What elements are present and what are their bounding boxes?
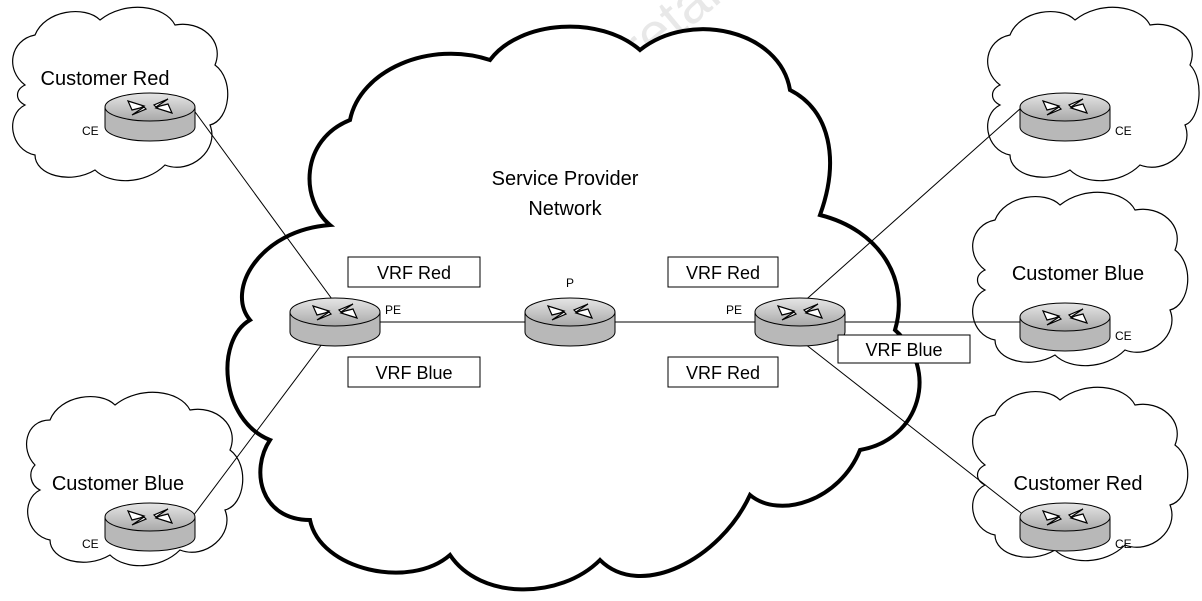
vrf-box-left-blue bbox=[347, 356, 481, 388]
pe-right-label: PE bbox=[726, 303, 742, 317]
provider-label-line1: Service Provider bbox=[492, 168, 639, 190]
ce-label-mid-right: CE bbox=[1115, 329, 1132, 343]
router-pe-left bbox=[289, 297, 381, 347]
customer-cloud-top-right bbox=[987, 6, 1200, 182]
pe-left-label: PE bbox=[385, 303, 401, 317]
customer-mid-right-label: Customer Blue bbox=[1012, 263, 1144, 285]
ce-label-bottom-right: CE bbox=[1115, 537, 1132, 551]
ce-label-top-left: CE bbox=[82, 124, 99, 138]
ce-label-bottom-left: CE bbox=[82, 537, 99, 551]
router-p bbox=[524, 297, 616, 347]
router-ce-top-right bbox=[1019, 92, 1111, 142]
vrf-right-red-top-label: VRF Red bbox=[686, 263, 760, 283]
vrf-box-right-red-top bbox=[667, 256, 779, 288]
link-ce-tl-to-pe-left bbox=[189, 104, 341, 311]
router-ce-bottom-left bbox=[104, 502, 196, 552]
link-pe-right-to-ce-br bbox=[799, 339, 1031, 521]
p-router-label: P bbox=[566, 276, 574, 290]
provider-label-line2: Network bbox=[528, 198, 602, 220]
customer-top-left-label: Customer Red bbox=[41, 68, 170, 90]
vrf-right-blue-label: VRF Blue bbox=[865, 340, 942, 360]
vrf-box-left-red bbox=[347, 256, 481, 288]
link-ce-bl-to-pe-left bbox=[189, 319, 341, 521]
vrf-box-right-blue bbox=[837, 334, 971, 364]
vrf-box-right-red-bottom bbox=[667, 356, 779, 388]
vrf-left-red-label: VRF Red bbox=[377, 263, 451, 283]
customer-bottom-left-label: Customer Blue bbox=[52, 473, 184, 495]
vrf-right-red-bottom-label: VRF Red bbox=[686, 363, 760, 383]
vrf-left-blue-label: VRF Blue bbox=[375, 363, 452, 383]
router-ce-bottom-right bbox=[1019, 502, 1111, 552]
router-ce-top-left bbox=[104, 92, 196, 142]
router-pe-right bbox=[754, 297, 846, 347]
customer-cloud-top-left bbox=[12, 6, 229, 182]
router-ce-mid-right bbox=[1019, 302, 1111, 352]
link-pe-right-to-ce-tr bbox=[799, 99, 1031, 306]
ce-label-top-right: CE bbox=[1115, 124, 1132, 138]
links bbox=[189, 99, 1031, 521]
customer-bottom-right-label: Customer Red bbox=[1014, 473, 1143, 495]
